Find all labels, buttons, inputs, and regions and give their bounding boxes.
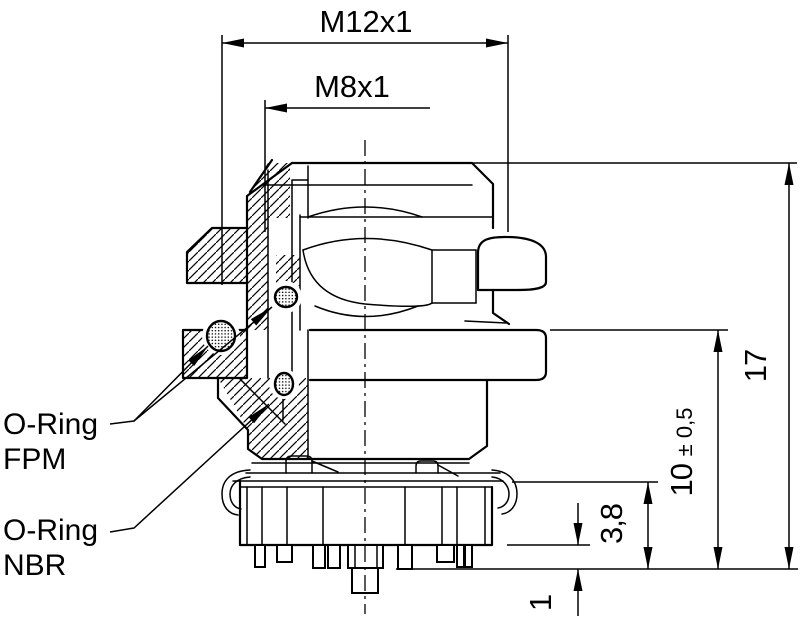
- o-ring-nbr: [273, 371, 295, 397]
- dimension-label-m8: M8x1: [314, 69, 390, 104]
- dimension-label-10: 10 ± 0,5: [664, 408, 699, 497]
- dimension-label-3-8: 3,8: [594, 504, 629, 544]
- o-ring-nbr-label-line1: O-Ring: [3, 514, 98, 547]
- o-ring-fpm-label-line2: FPM: [3, 443, 66, 476]
- o-ring-fpm-upper: [273, 285, 299, 309]
- gland-nut-upper-body: [185, 158, 548, 379]
- flange-base: [221, 469, 518, 547]
- dimension-3-8: 3,8: [512, 481, 658, 569]
- dimension-17: 17: [396, 162, 798, 570]
- contact-pins: [254, 544, 473, 594]
- label-o-ring-nbr: O-Ring NBR: [3, 403, 270, 582]
- dimension-1: 1: [507, 503, 590, 616]
- dimension-label-1: 1: [523, 595, 558, 611]
- o-ring-nbr-label-line2: NBR: [3, 549, 66, 582]
- o-ring-fpm-label-line1: O-Ring: [3, 408, 98, 441]
- section-hatching: [183, 163, 308, 458]
- label-o-ring-fpm: O-Ring FPM: [3, 306, 273, 476]
- insert-collar: [245, 455, 501, 477]
- o-ring-fpm-left: [205, 319, 237, 353]
- dimension-10-plus-minus: 10 ± 0,5: [550, 329, 728, 569]
- o-rings: [202, 281, 302, 399]
- lower-cylinder: [216, 329, 489, 461]
- dimension-label-17: 17: [738, 350, 773, 382]
- dimension-label-m12: M12x1: [319, 4, 412, 39]
- dimension-m12x1: M12x1: [221, 4, 509, 285]
- dimension-m8x1: M8x1: [264, 69, 430, 232]
